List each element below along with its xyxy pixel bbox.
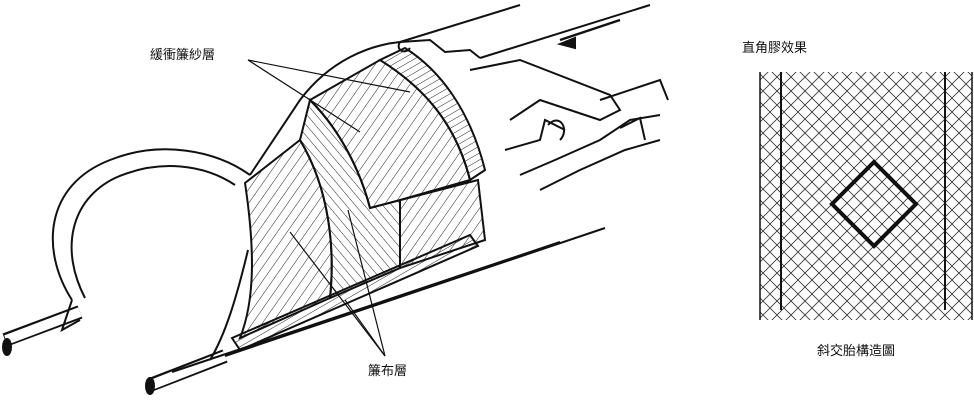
bias-structure-label: 斜交胎構造圖 bbox=[817, 344, 896, 359]
ply-layer-label: 簾布層 bbox=[368, 364, 408, 379]
bead-wire-right bbox=[145, 349, 228, 395]
leader-lines bbox=[247, 59, 411, 357]
cross-ply-panel bbox=[759, 72, 973, 320]
cushion-layer-label: 緩衝簾紗層 bbox=[150, 48, 216, 63]
tire-cutaway bbox=[2, 4, 669, 395]
tire-sidewall-outline bbox=[51, 148, 251, 301]
right-angle-diamond bbox=[829, 159, 919, 249]
cross-hatch-area bbox=[760, 72, 972, 320]
hatch-section-4 bbox=[377, 46, 487, 182]
right-angle-label: 直角膠效果 bbox=[742, 41, 808, 56]
bead-wire-left bbox=[2, 305, 83, 356]
